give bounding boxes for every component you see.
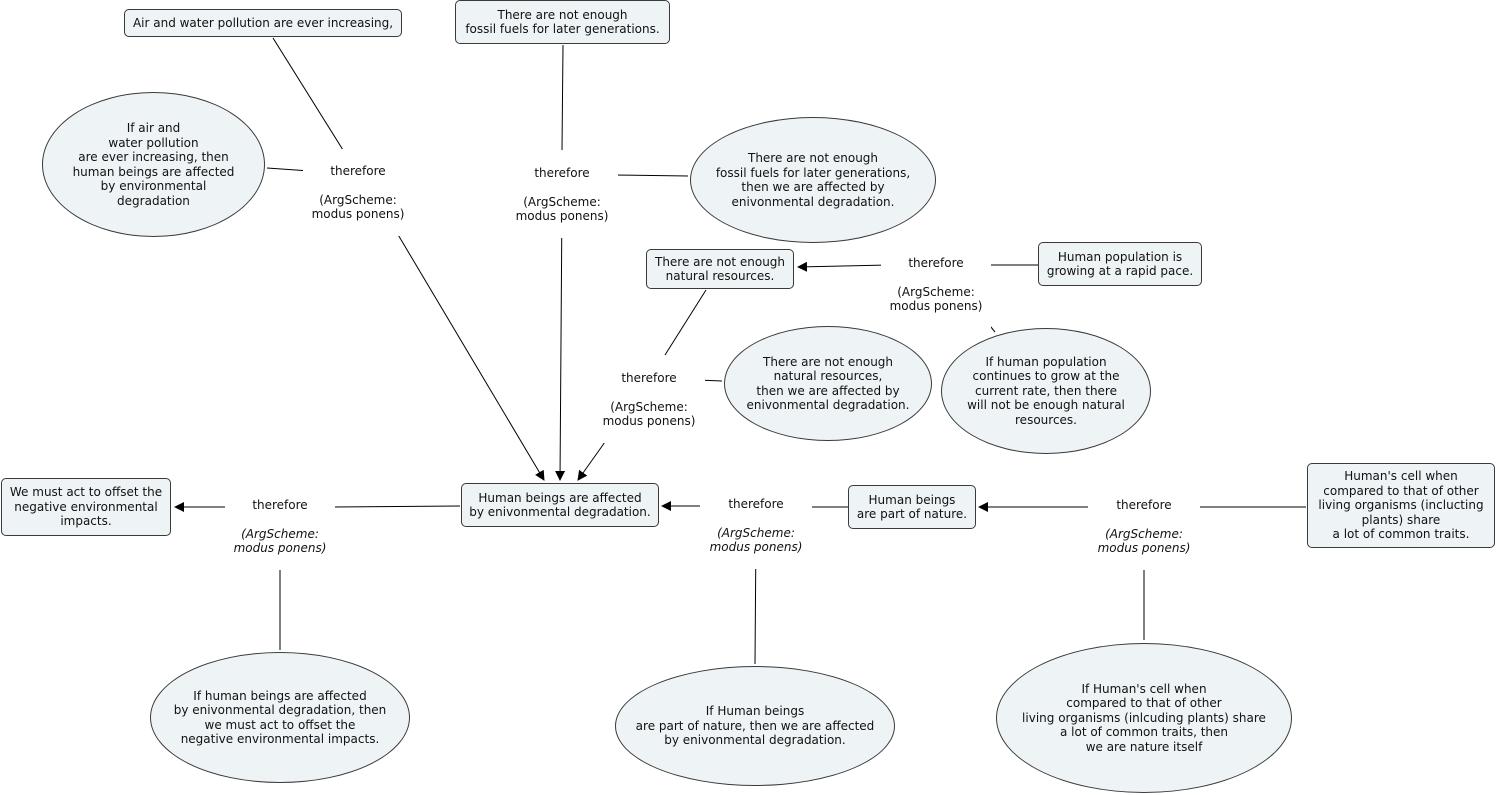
conditional-natural-resources[interactable]: There are not enough natural resources, … [724, 326, 932, 441]
premise-cell-traits[interactable]: Human's cell when compared to that of ot… [1307, 463, 1495, 548]
arrow-line [374, 195, 545, 481]
claim-natural-resources[interactable]: There are not enough natural resources. [646, 249, 794, 289]
link-scheme: (ArgScheme: modus ponens) [233, 526, 327, 556]
connector-line [561, 44, 564, 151]
link-label-natural-resources[interactable]: therefore (ArgScheme: modus ponens) [593, 356, 705, 443]
connector-line [664, 289, 707, 356]
connector-line [332, 505, 461, 508]
arrow-line [555, 198, 566, 481]
link-word: therefore [728, 496, 784, 511]
link-word: therefore [330, 163, 386, 178]
link-scheme: (ArgScheme: modus ponens) [889, 284, 983, 314]
claim-part-of-nature[interactable]: Human beings are part of nature. [848, 485, 976, 529]
link-label-part-of-nature[interactable]: therefore (ArgScheme: modus ponens) [700, 482, 812, 569]
link-scheme: (ArgScheme: modus ponens) [311, 192, 405, 222]
arrow-line [797, 261, 889, 272]
conclusion-must-act[interactable]: We must act to offset the negative envir… [1, 478, 171, 536]
link-word: therefore [534, 165, 590, 180]
conditional-air-pollution[interactable]: If air and water pollution are ever incr… [42, 92, 265, 237]
link-word: therefore [252, 497, 308, 512]
link-word: therefore [621, 370, 677, 385]
connector-line [272, 37, 344, 151]
link-label-population[interactable]: therefore (ArgScheme: modus ponens) [881, 241, 991, 328]
claim-human-beings-affected[interactable]: Human beings are affected by enivonmenta… [461, 483, 659, 527]
premise-fossil-fuels[interactable]: There are not enough fossil fuels for la… [455, 0, 670, 44]
conditional-must-act[interactable]: If human beings are affected by enivonme… [150, 652, 410, 783]
link-word: therefore [1116, 497, 1172, 512]
link-scheme: (ArgScheme: modus ponens) [709, 525, 803, 555]
link-scheme: (ArgScheme: modus ponens) [515, 194, 609, 224]
conditional-part-of-nature[interactable]: If Human beings are part of nature, then… [615, 666, 895, 786]
premise-air-pollution[interactable]: Air and water pollution are ever increas… [124, 9, 402, 37]
conditional-fossil-fuels[interactable]: There are not enough fossil fuels for la… [690, 117, 936, 243]
link-label-air-pollution[interactable]: therefore (ArgScheme: modus ponens) [303, 149, 413, 236]
connector-line [612, 174, 689, 177]
link-label-fossil-fuels[interactable]: therefore (ArgScheme: modus ponens) [506, 151, 618, 238]
link-scheme: (ArgScheme: modus ponens) [602, 399, 696, 429]
conditional-cell-traits[interactable]: If Human's cell when compared to that of… [996, 643, 1292, 793]
conditional-population[interactable]: If human population continues to grow at… [941, 328, 1151, 454]
link-scheme: (ArgScheme: modus ponens) [1097, 526, 1191, 556]
link-label-cell-traits[interactable]: therefore (ArgScheme: modus ponens) [1088, 483, 1200, 570]
link-label-must-act[interactable]: therefore (ArgScheme: modus ponens) [225, 483, 335, 570]
connector-line [266, 167, 311, 172]
link-word: therefore [908, 255, 964, 270]
premise-population-growing[interactable]: Human population is growing at a rapid p… [1038, 242, 1202, 286]
